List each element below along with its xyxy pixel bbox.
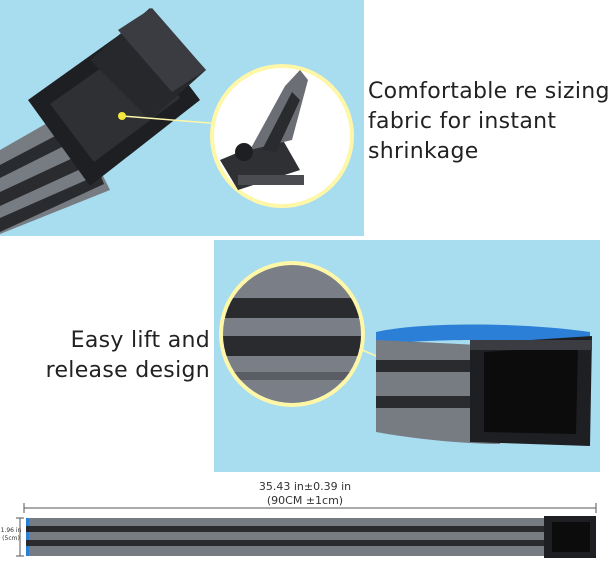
caption-line: Comfortable re sizing [368,79,610,104]
width-inches: 1.96 in [0,527,22,534]
length-label: 35.43 in±0.39 in (90CM ±1cm) [230,480,380,508]
top-callout-circle [210,64,354,208]
caption-line: Easy lift and [70,328,210,353]
length-dimension-line [23,503,597,513]
top-callout-line [118,112,223,125]
width-centimeters: (5cm) [2,535,20,542]
width-dimension-line [16,517,24,557]
full-belt [26,516,596,558]
top-feature-caption: Comfortable re sizing fabric for instant… [368,77,610,167]
middle-belt-loop [376,324,592,446]
caption-line: shrinkage [368,139,479,164]
caption-line: fabric for instant [368,109,557,134]
width-label: 1.96 in (5cm) [0,527,22,543]
middle-feature-caption: Easy lift and release design [40,326,210,386]
top-buckle [28,8,206,186]
middle-callout-circle [219,261,365,407]
length-centimeters: (90CM ±1cm) [266,494,344,507]
caption-line: release design [45,358,210,383]
length-inches: 35.43 in±0.39 in [258,480,352,493]
